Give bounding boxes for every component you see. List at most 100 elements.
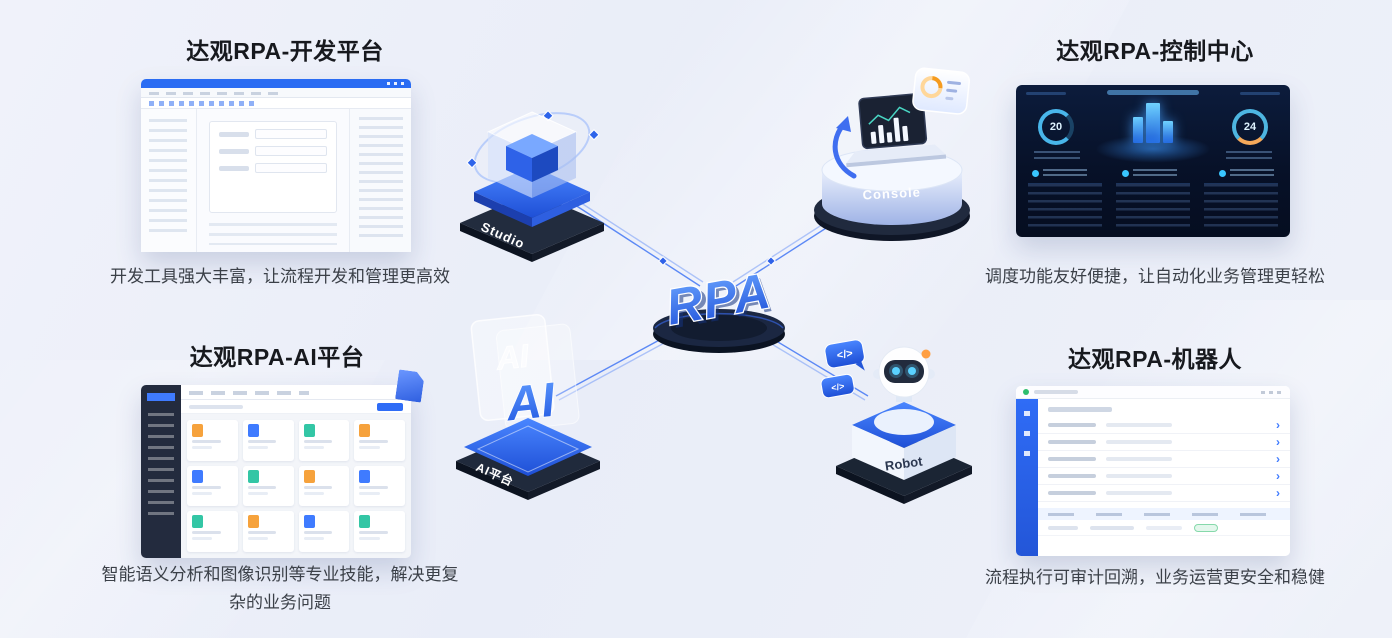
- status-dot: [1023, 389, 1029, 395]
- code-bubble-icon: </>: [824, 339, 865, 371]
- window-controls: [387, 82, 405, 85]
- robot-status-card: [1032, 169, 1087, 177]
- doc-icon: [247, 424, 259, 437]
- filter-bar: [181, 400, 411, 414]
- stats-column: [1028, 183, 1102, 229]
- glass-panels: [470, 313, 580, 431]
- dashboard-badge-icon: [912, 67, 971, 115]
- window-titlebar: [141, 79, 411, 88]
- doc-icon: [359, 515, 371, 529]
- chevron-right-icon: ›: [1276, 452, 1280, 466]
- dev-platform-caption: 开发工具强大丰富，让流程开发和管理更高效: [110, 267, 450, 286]
- robot-status-card: [1122, 169, 1177, 177]
- doc-icon: [247, 515, 259, 529]
- robot-client-screenshot: › › › › ›: [1016, 386, 1290, 556]
- chevron-right-icon: ›: [1276, 435, 1280, 449]
- skill-card: [298, 420, 350, 461]
- inner-cube: [506, 134, 558, 158]
- table-row: [1038, 520, 1290, 536]
- glass-cube: [486, 111, 578, 153]
- ai-node-icon: AI AI AI平台: [443, 310, 613, 502]
- client-titlebar: [1016, 386, 1290, 399]
- pod-front: [852, 425, 904, 480]
- doc-icon: [303, 515, 315, 529]
- console-node-icon: Console: [810, 66, 975, 246]
- ai-platform-caption: 智能语义分析和图像识别等专业技能，解决更复杂的业务问题: [101, 565, 459, 612]
- slab-top: [460, 192, 604, 254]
- skill-card: [242, 511, 294, 552]
- skill-card: [298, 511, 350, 552]
- process-row: ›: [1038, 468, 1290, 485]
- process-row: ›: [1038, 434, 1290, 451]
- process-row: ›: [1038, 417, 1290, 434]
- studio-node-icon: Studio: [452, 70, 612, 262]
- flow-editor-panel: [197, 109, 349, 252]
- robot-status-card: [1219, 169, 1274, 177]
- primary-button: [377, 403, 403, 411]
- skill-card: [187, 465, 238, 507]
- robot-label: Robot: [884, 453, 924, 473]
- section-label: [1048, 407, 1112, 412]
- chevron-right-icon: ›: [1276, 418, 1280, 432]
- skill-card: [187, 511, 238, 552]
- slab-top: [456, 430, 600, 492]
- control-center-caption: 调度功能友好便捷，让自动化业务管理更轻松: [985, 267, 1325, 286]
- robot-eye: [908, 367, 916, 375]
- antenna-dot: [921, 349, 931, 359]
- chevron-right-icon: ›: [1276, 486, 1280, 500]
- skill-card: [354, 511, 405, 552]
- orbit-ring: [473, 112, 591, 184]
- platform-top: [464, 418, 592, 476]
- process-row: ›: [1038, 451, 1290, 468]
- skill-card: [298, 465, 350, 507]
- disc-rim-glow: [654, 312, 784, 329]
- rpa-logo-shadow: RPA: [667, 266, 777, 339]
- gauge-left: 20: [1038, 109, 1074, 145]
- skill-card: [242, 420, 294, 461]
- ai-platform-title: 达观RPA-AI平台: [189, 344, 365, 370]
- skill-card-grid: [187, 420, 405, 552]
- city-glow-graphic: [1133, 103, 1173, 143]
- slab-top: [836, 436, 972, 496]
- toolbar: [141, 98, 411, 109]
- laptop-icon: [846, 93, 947, 168]
- code-bubble-icon: </>: [820, 373, 855, 399]
- client-sidebar: [1016, 399, 1038, 556]
- dev-platform-screenshot: [141, 79, 411, 252]
- nav-sidebar: [141, 385, 181, 558]
- connector-node-diamonds: [658, 256, 776, 342]
- doc-icon: [192, 515, 203, 529]
- doc-icon: [359, 469, 371, 483]
- stats-column: [1116, 183, 1190, 229]
- form-card: [209, 121, 337, 213]
- doc-icon: [192, 469, 203, 483]
- robot-caption: 流程执行可审计回溯，业务运营更安全和稳健: [985, 568, 1325, 587]
- robot-eye: [892, 367, 900, 375]
- table-header: [1038, 508, 1290, 520]
- cylinder-top: [821, 148, 963, 192]
- doc-icon: [303, 469, 315, 483]
- process-row: ›: [1038, 485, 1290, 502]
- doc-icon: [359, 424, 371, 437]
- robot-head: [878, 346, 930, 398]
- ai-platform-screenshot: [141, 385, 411, 558]
- success-badge: [1194, 523, 1218, 532]
- glow-platform: [1095, 135, 1211, 163]
- dashboard-header: [1107, 90, 1199, 95]
- ai-platform-label: AI平台: [474, 459, 517, 489]
- doc-icon: [247, 469, 259, 483]
- base-disc: [814, 191, 970, 241]
- robot-node-icon: </> </> Robot: [820, 316, 988, 506]
- doc-icon: [192, 424, 203, 437]
- rpa-hub-logo: RPA RPA: [645, 242, 793, 354]
- disc-top: [653, 309, 785, 347]
- skill-card: [187, 420, 238, 461]
- cylinder-side: [822, 170, 962, 225]
- dev-platform-title: 达观RPA-开发平台: [186, 38, 384, 64]
- platform-top: [474, 166, 590, 218]
- control-center-title: 达观RPA-控制中心: [1056, 38, 1254, 64]
- ai-solid-letters: AI: [503, 373, 559, 431]
- console-label: Console: [862, 184, 921, 202]
- ai-glass-letters: AI: [494, 337, 532, 376]
